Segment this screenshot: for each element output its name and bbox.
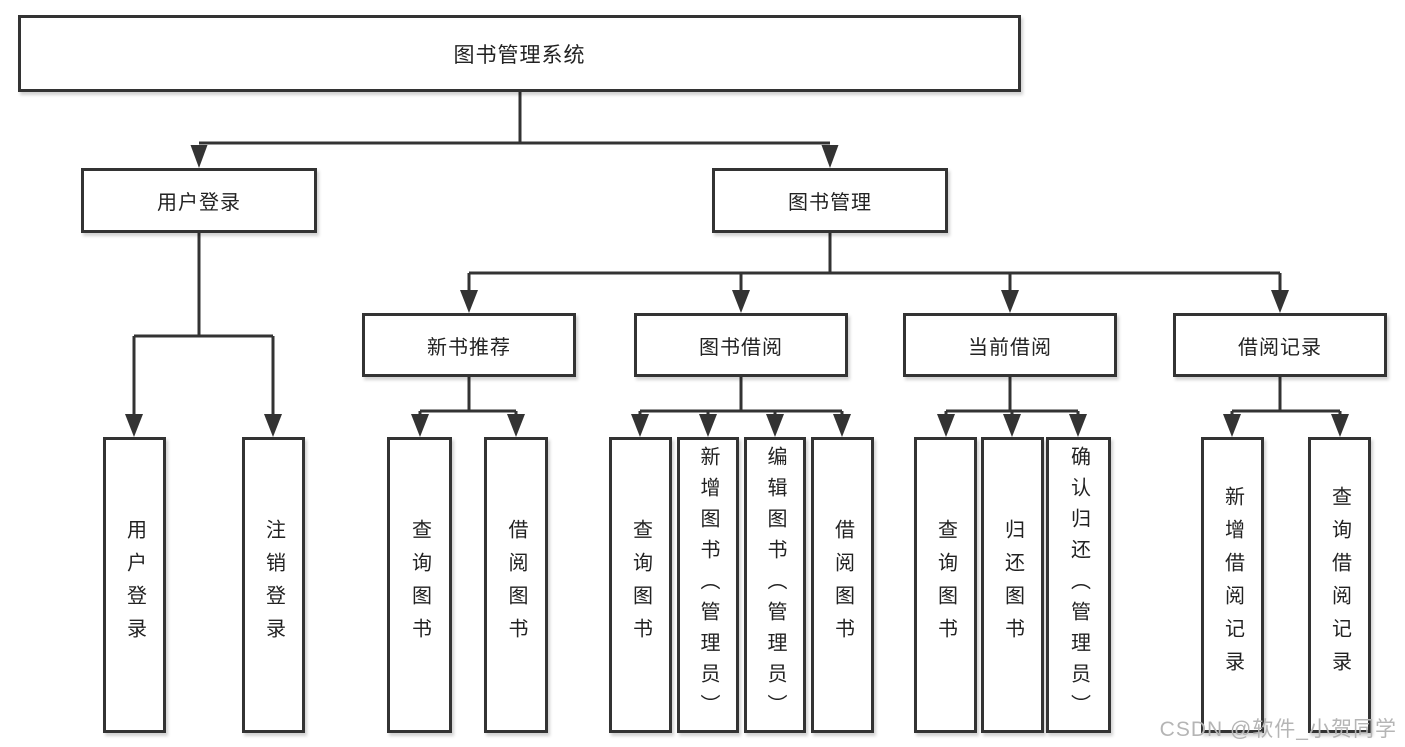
leaf-confirm-return-admin-label: 确认归还（管理员） (1067, 445, 1090, 725)
leaf-add-borrow-record: 新增借阅记录 (1201, 437, 1264, 733)
leaf-confirm-return-admin: 确认归还（管理员） (1046, 437, 1111, 733)
leaf-query-books-2-label: 查询图书 (629, 519, 652, 651)
leaf-query-books-1: 查询图书 (387, 437, 452, 733)
leaf-edit-books-admin-label: 编辑图书（管理员） (764, 445, 786, 725)
node-user-login: 用户登录 (81, 168, 317, 233)
leaf-query-borrow-record: 查询借阅记录 (1308, 437, 1371, 733)
leaf-query-books-3: 查询图书 (914, 437, 977, 733)
node-current-borrowing-label: 当前借阅 (968, 336, 1052, 359)
node-root-label: 图书管理系统 (453, 43, 586, 67)
node-borrowing-records: 借阅记录 (1173, 313, 1387, 377)
leaf-query-books-1-label: 查询图书 (408, 519, 431, 651)
leaf-borrow-books-1-label: 借阅图书 (505, 519, 527, 651)
node-new-book-recommendation-label: 新书推荐 (427, 336, 511, 359)
leaf-borrow-books-1: 借阅图书 (484, 437, 548, 733)
leaf-borrow-books-2: 借阅图书 (811, 437, 874, 733)
node-book-management-label: 图书管理 (788, 192, 872, 214)
csdn-watermark: CSDN @软件_小贺同学 (1159, 718, 1397, 741)
leaf-return-books: 归还图书 (981, 437, 1044, 733)
leaf-logout: 注销登录 (242, 437, 305, 733)
node-book-management: 图书管理 (712, 168, 948, 233)
node-current-borrowing: 当前借阅 (903, 313, 1117, 377)
node-user-login-label: 用户登录 (157, 192, 241, 214)
leaf-add-books-admin-label: 新增图书（管理员） (697, 445, 719, 725)
leaf-query-books-3-label: 查询图书 (934, 519, 957, 651)
node-root: 图书管理系统 (18, 15, 1021, 92)
leaf-user-login-label: 用户登录 (123, 519, 146, 651)
leaf-logout-label: 注销登录 (262, 519, 285, 651)
leaf-user-login: 用户登录 (103, 437, 166, 733)
leaf-return-books-label: 归还图书 (1001, 519, 1024, 651)
node-book-borrowing-label: 图书借阅 (699, 336, 783, 359)
node-borrowing-records-label: 借阅记录 (1238, 336, 1322, 359)
leaf-query-borrow-record-label: 查询借阅记录 (1328, 486, 1351, 684)
node-new-book-recommendation: 新书推荐 (362, 313, 576, 377)
leaf-edit-books-admin: 编辑图书（管理员） (744, 437, 806, 733)
leaf-add-borrow-record-label: 新增借阅记录 (1221, 486, 1244, 684)
node-book-borrowing: 图书借阅 (634, 313, 848, 377)
leaf-add-books-admin: 新增图书（管理员） (677, 437, 739, 733)
leaf-borrow-books-2-label: 借阅图书 (831, 519, 854, 651)
leaf-query-books-2: 查询图书 (609, 437, 672, 733)
